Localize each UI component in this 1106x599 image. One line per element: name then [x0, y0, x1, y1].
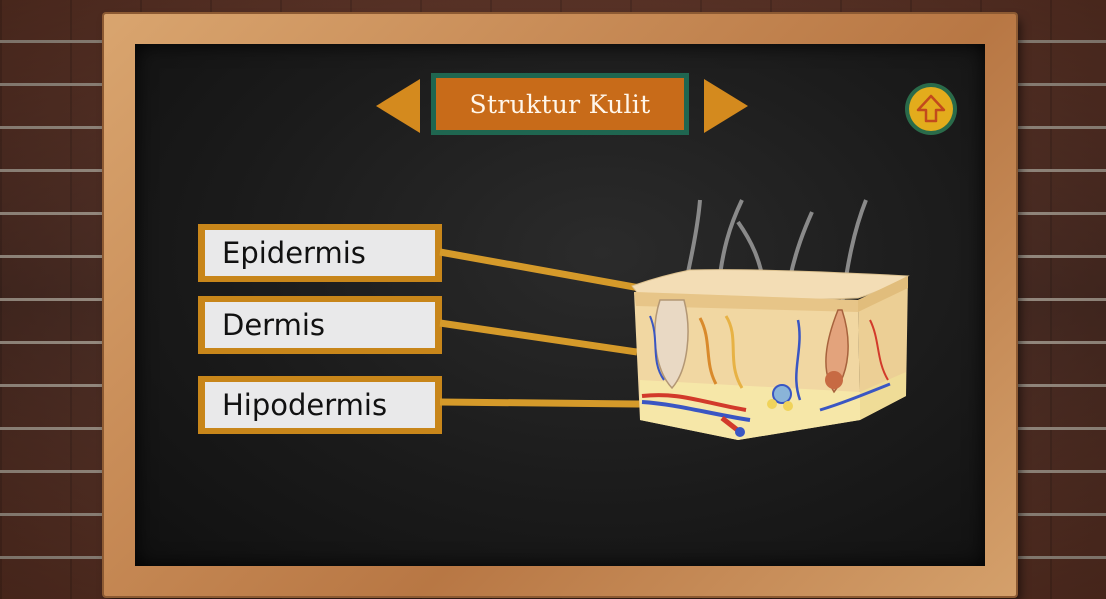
skin-cross-section-illustration — [632, 200, 908, 440]
connector-epidermis — [440, 252, 640, 288]
connector-hipodermis — [440, 402, 640, 404]
connector-dermis — [440, 323, 637, 352]
